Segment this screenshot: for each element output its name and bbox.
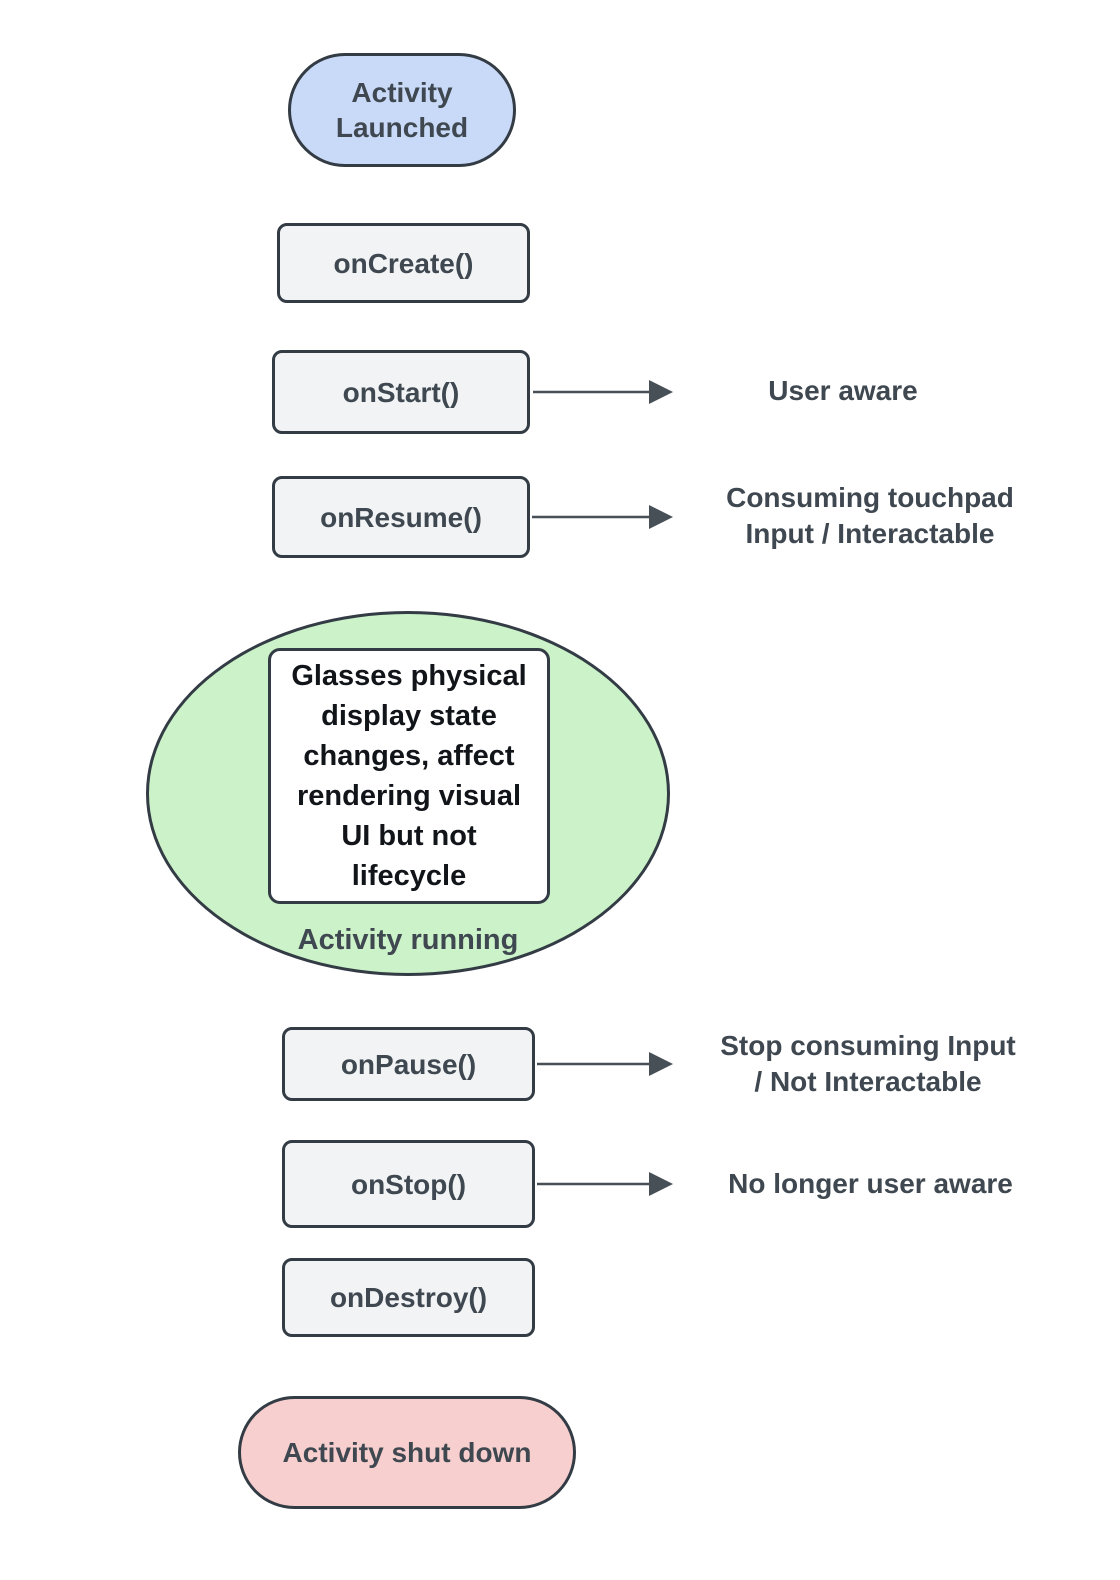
node-onpause: onPause() xyxy=(282,1027,535,1101)
node-onstop: onStop() xyxy=(282,1140,535,1228)
annotation-no-longer-user-aware: No longer user aware xyxy=(728,1168,1013,1199)
node-onresume: onResume() xyxy=(272,476,530,558)
arrow-onpause-to-stop-consuming xyxy=(537,1052,673,1076)
node-activity-shut-down: Activity shut down xyxy=(238,1396,576,1509)
annotation-user-aware: User aware xyxy=(768,375,918,406)
annotation-consuming-touchpad: Consuming touchpad Input / Interactable xyxy=(726,482,1014,550)
node-onstart: onStart() xyxy=(272,350,530,434)
annotation-stop-consuming: Stop consuming Input / Not Interactable xyxy=(720,1030,1016,1098)
label-activity-running: Activity running xyxy=(297,924,519,956)
note-display-state-changes: Glasses physical display state changes, … xyxy=(268,648,550,904)
node-oncreate: onCreate() xyxy=(277,223,530,303)
node-ondestroy: onDestroy() xyxy=(282,1258,535,1337)
arrow-onstart-to-user-aware xyxy=(533,380,673,404)
arrow-onresume-to-consuming-touchpad xyxy=(532,505,673,529)
arrow-onstop-to-no-longer-user-aware xyxy=(537,1172,673,1196)
node-activity-launched: Activity Launched xyxy=(288,53,516,167)
